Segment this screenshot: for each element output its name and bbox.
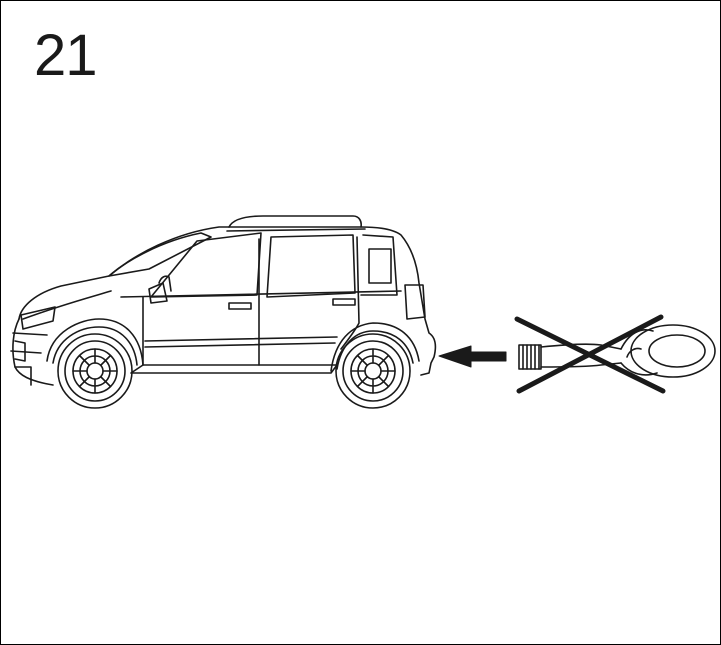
rear-wheel [336,334,410,408]
front-wheel [58,334,132,408]
arrow-left-icon [439,346,506,367]
car-side-view-icon [11,216,435,385]
